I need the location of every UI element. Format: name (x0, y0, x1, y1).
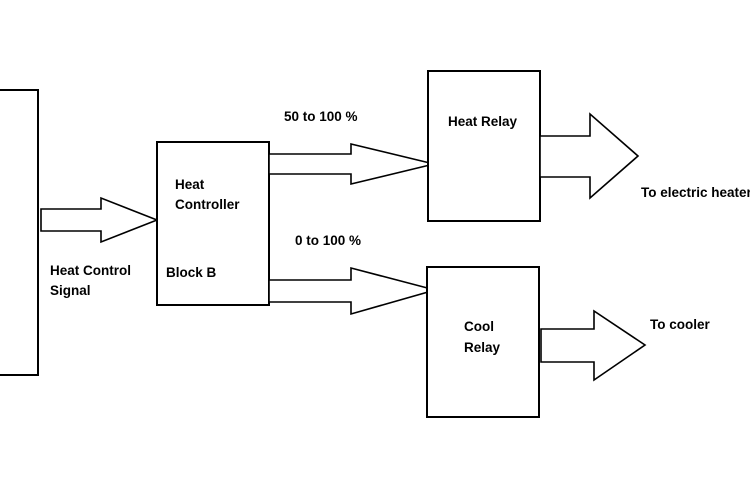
heat-output-label: To electric heater (641, 185, 750, 200)
heat-range-label: 50 to 100 % (284, 109, 358, 124)
cool-relay-input-arrow (268, 266, 439, 316)
signal-label-line1: Heat Control (50, 263, 131, 278)
cool-output-arrow (540, 309, 647, 382)
source-block (0, 89, 39, 376)
heat-relay-input-arrow (268, 142, 435, 186)
heat-controller-block (156, 141, 270, 306)
heat-controller-title-line1: Heat (175, 177, 205, 192)
heat-output-arrow (539, 112, 640, 200)
cool-output-label: To cooler (650, 317, 711, 332)
cool-relay-block (426, 266, 540, 418)
block-b-label: Block B (166, 265, 217, 280)
cool-relay-title-line2: Relay (464, 340, 501, 355)
heat-relay-block (427, 70, 541, 222)
signal-label-line2: Signal (50, 283, 91, 298)
signal-arrow (40, 196, 160, 244)
heat-controller-title-line2: Controller (175, 197, 240, 212)
heat-relay-title: Heat Relay (448, 114, 518, 129)
cool-range-label: 0 to 100 % (295, 233, 361, 248)
cool-relay-title-line1: Cool (464, 319, 494, 334)
